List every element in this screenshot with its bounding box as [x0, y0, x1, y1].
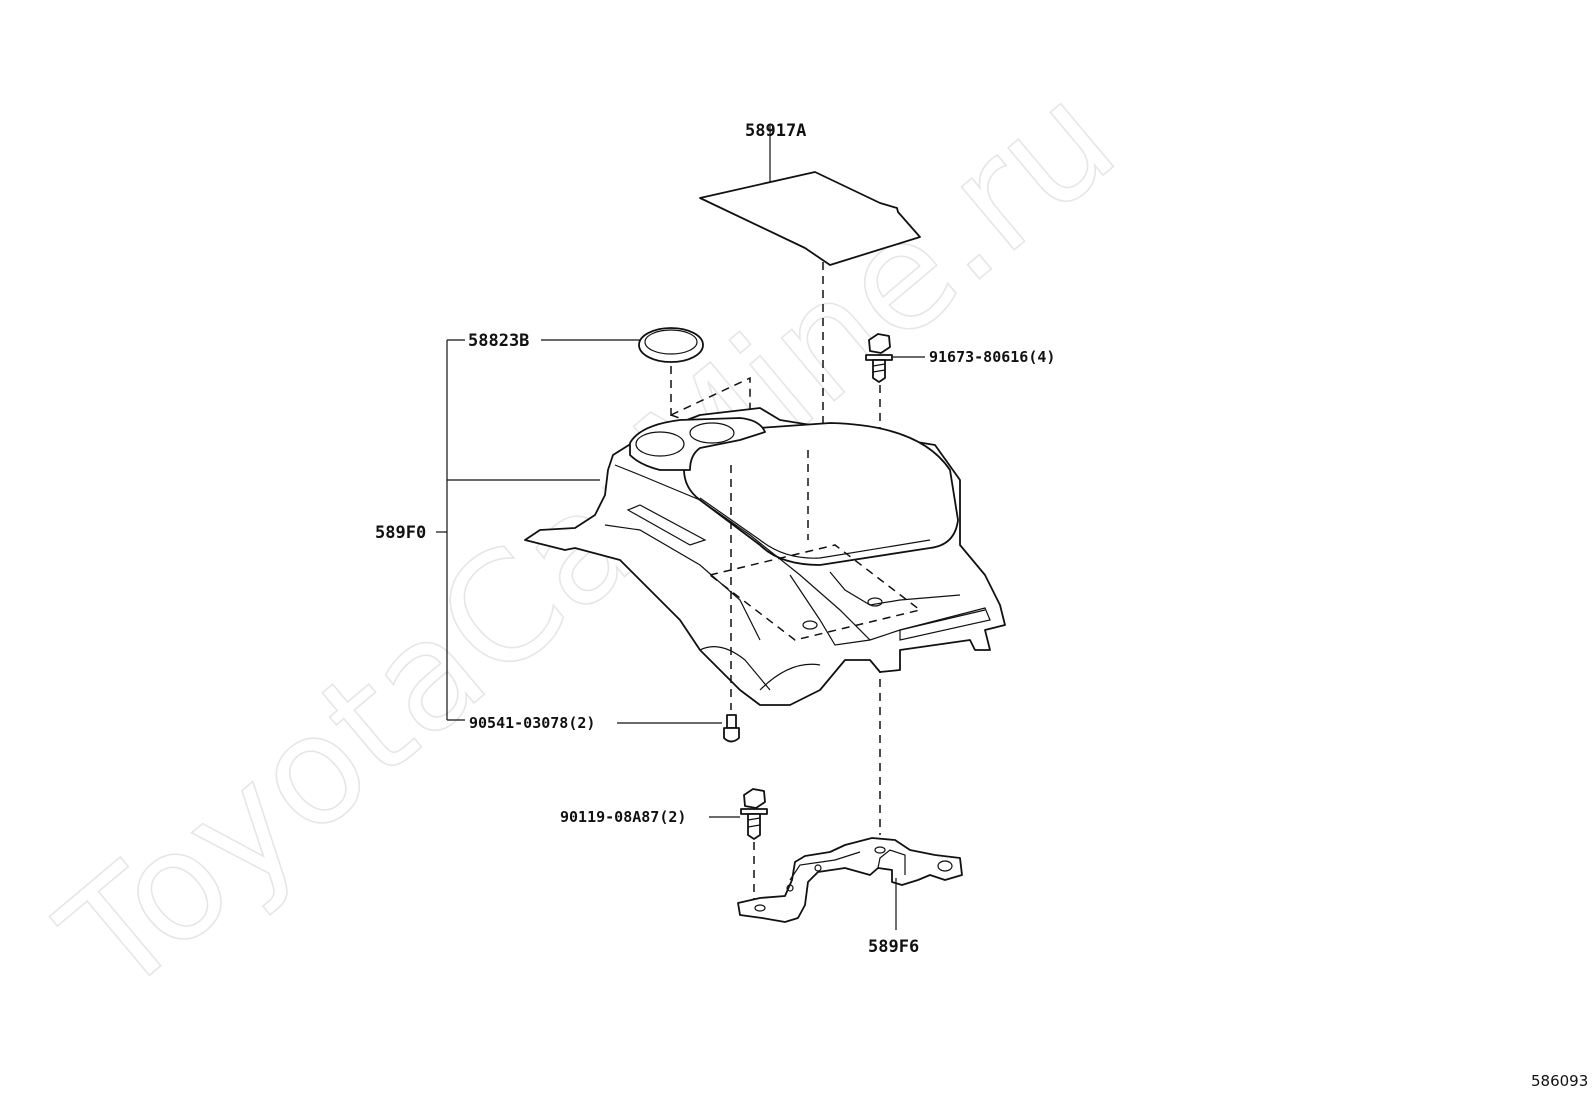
console-part[interactable] — [524, 407, 1006, 706]
bracket-bolt-part[interactable] — [740, 788, 768, 840]
top-bolt-part[interactable] — [865, 333, 893, 383]
console-group-bracket — [436, 339, 600, 721]
diagram-id: 586093 — [1531, 1072, 1588, 1090]
cup-ring-part[interactable] — [638, 327, 704, 363]
tray-part[interactable] — [699, 125, 921, 266]
tray-label: 58917A — [745, 121, 806, 141]
console-clip-part[interactable] — [723, 714, 740, 743]
top-bolt-label: 91673-80616(4) — [929, 348, 1055, 366]
console-label: 589F0 — [375, 523, 426, 543]
cup-ring-label: 58823B — [468, 331, 529, 351]
console-clip-label: 90541-03078(2) — [469, 714, 595, 732]
bracket-part[interactable] — [737, 837, 963, 923]
bracket-label: 589F6 — [868, 937, 919, 957]
bracket-bolt-label: 90119-08A87(2) — [560, 808, 686, 826]
